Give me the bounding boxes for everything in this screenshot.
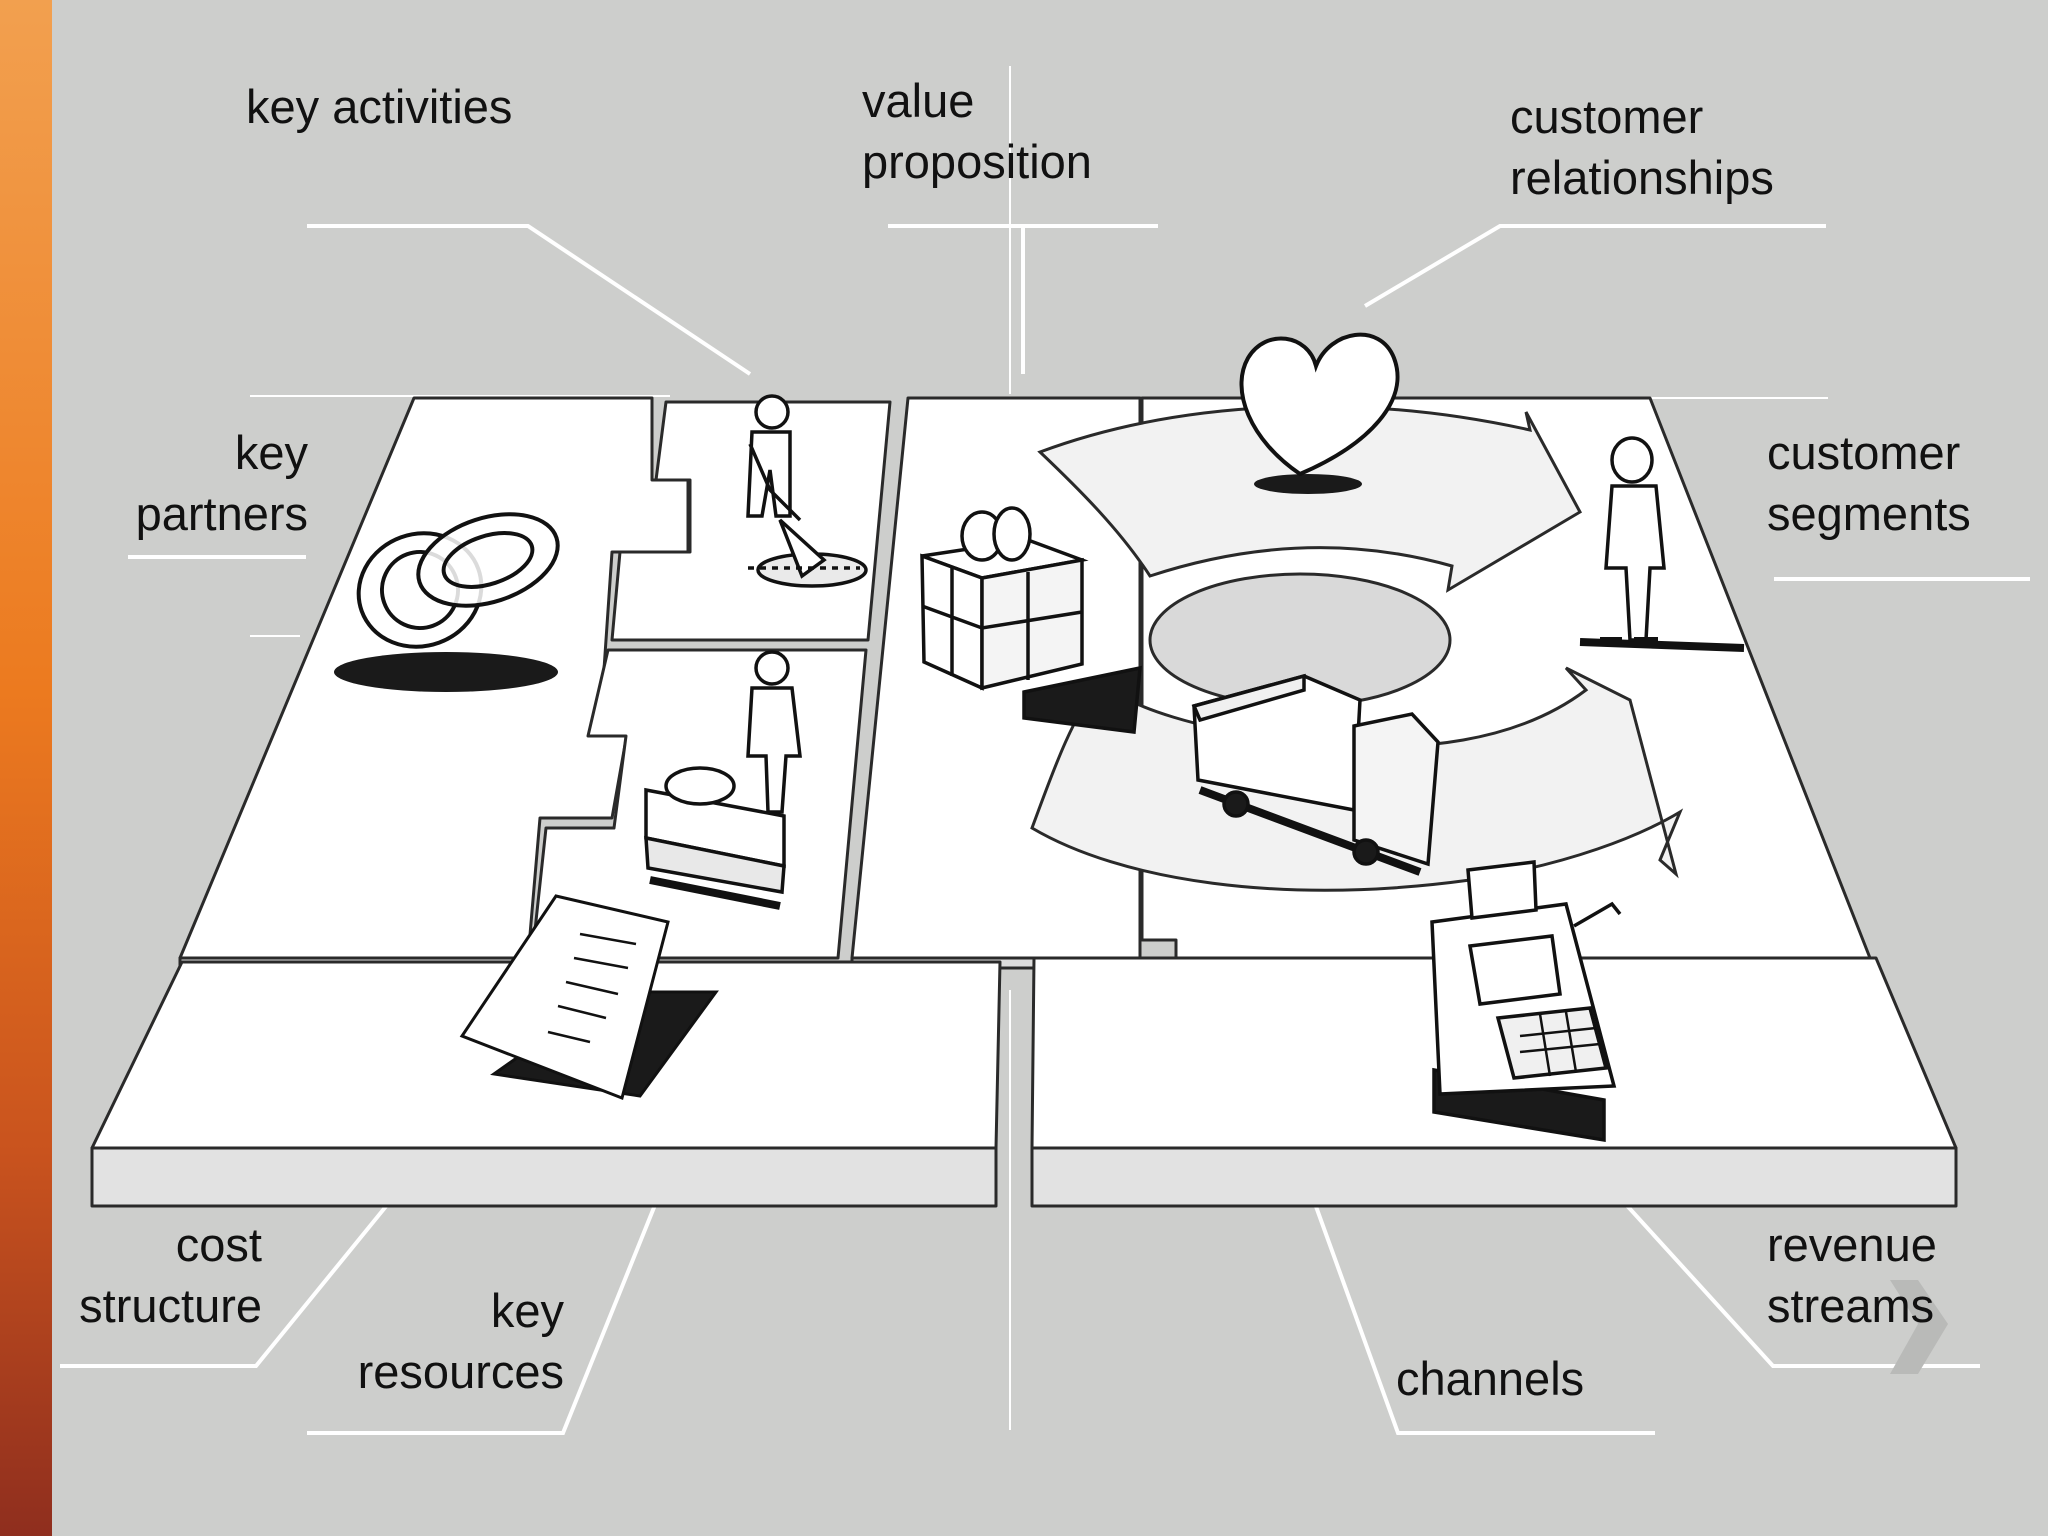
key-resources-label: key resources [300, 1280, 564, 1402]
invoice-document-icon [459, 894, 719, 1101]
customer-relationships-leader [1363, 224, 1826, 308]
customer-segments-label-line-2: segments [1767, 487, 1971, 540]
standing-person-icon [1579, 436, 1745, 652]
value-proposition-label: value proposition [862, 70, 1092, 192]
customer-relationships-label: customer relationships [1510, 86, 1774, 208]
customer-relationships-label-line-2: relationships [1510, 151, 1774, 204]
key-partners-label-line-2: partners [135, 487, 308, 540]
customer-segments-label-line-1: customer [1767, 426, 1961, 479]
channels-leader [1291, 1142, 1655, 1435]
channels-label: channels [1396, 1348, 1584, 1409]
accent-side-strip [0, 0, 52, 1536]
key-activities-label-line-1: key activities [246, 80, 513, 133]
revenue-streams-label-line-2: streams [1767, 1279, 1935, 1332]
heart-icon [1239, 332, 1400, 494]
person-digging-icon [746, 394, 868, 588]
key-resources-label-line-2: resources [357, 1345, 564, 1398]
person-with-machine-icon [644, 650, 802, 910]
leader-lines [60, 66, 2030, 1435]
next-chevron-icon [1890, 1280, 1948, 1374]
key-activities-leader [307, 224, 752, 376]
cost-structure-label: cost structure [40, 1214, 262, 1336]
value-proposition-label-line-1: value [862, 74, 975, 127]
key-activities-label: key activities [246, 76, 512, 137]
upper-arc-arrow [1037, 404, 1583, 593]
customer-relationships-label-line-1: customer [1510, 90, 1704, 143]
revenue-streams-label-line-1: revenue [1767, 1218, 1937, 1271]
cost-structure-side [90, 1146, 998, 1208]
gift-box-icon [920, 506, 1142, 734]
key-resources-leader [307, 1142, 682, 1435]
key-resources-label-line-1: key [490, 1284, 564, 1337]
delivery-truck-icon [1191, 673, 1440, 876]
value-proposition-label-line-2: proposition [862, 135, 1092, 188]
interlocked-rings-icon [334, 512, 560, 692]
cost-structure-leader [60, 1138, 442, 1368]
cost-structure-label-line-1: cost [175, 1218, 262, 1271]
cost-structure-label-line-2: structure [79, 1279, 262, 1332]
channels-label-line-1: channels [1396, 1352, 1585, 1405]
revenue-streams-side [1030, 1146, 1958, 1208]
customer-segments-label: customer segments [1767, 422, 1971, 544]
key-partners-label: key partners [96, 422, 308, 544]
cash-register-icon [1430, 860, 1622, 1143]
revenue-streams-label: revenue streams [1767, 1214, 1937, 1336]
key-partners-label-line-1: key [234, 426, 308, 479]
